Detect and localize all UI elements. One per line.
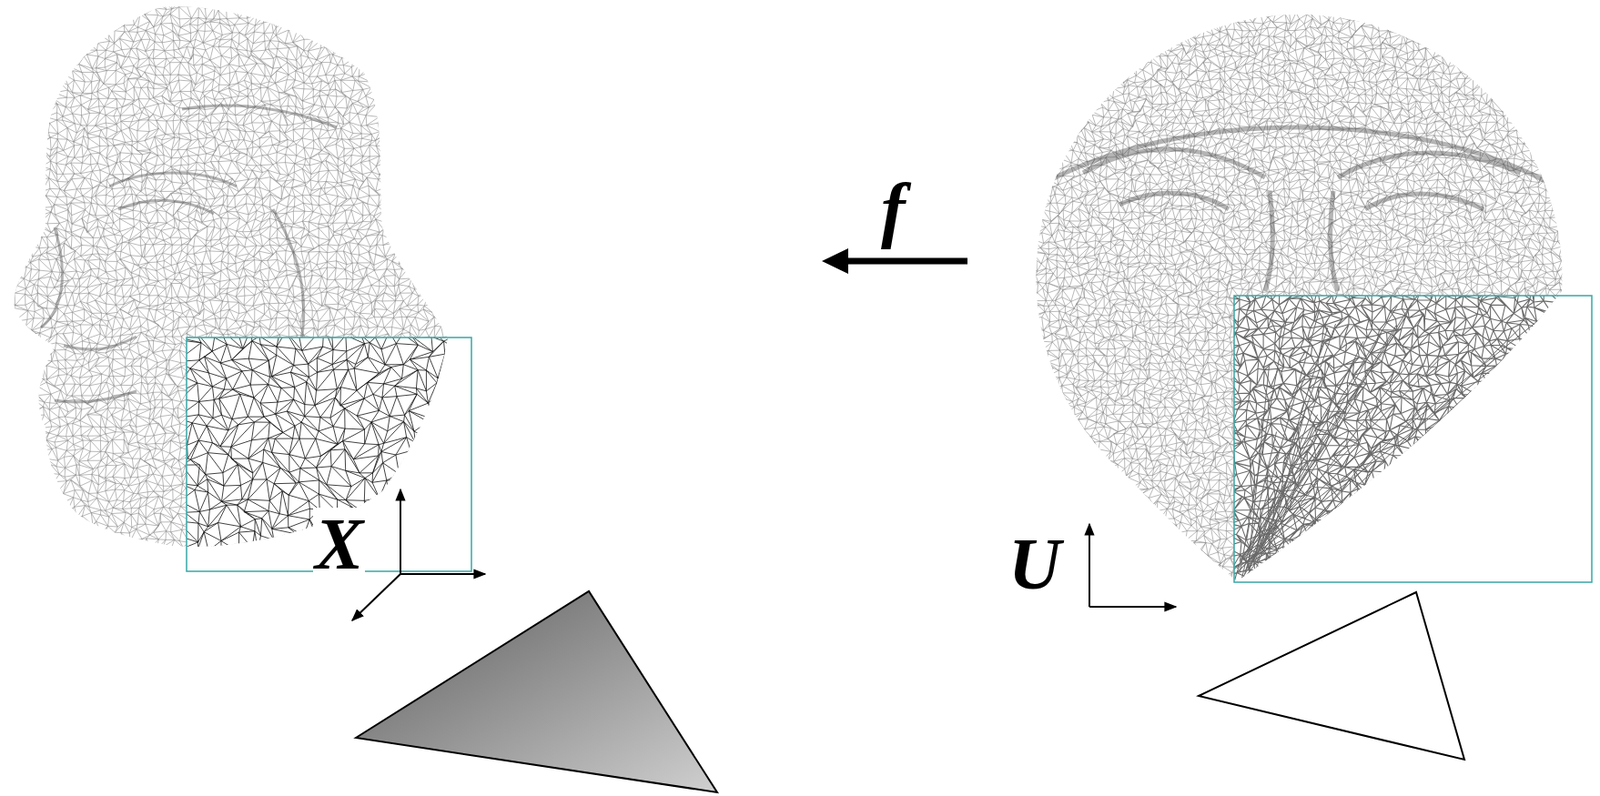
- mesh-lines: [1247, 366, 1269, 569]
- highlight-box: [1234, 295, 1592, 583]
- face-feature: [118, 200, 214, 214]
- face-feature: [1365, 193, 1484, 210]
- mesh-lines: [186, 337, 472, 572]
- mesh-lines: [1254, 413, 1560, 578]
- face-feature: [40, 227, 62, 328]
- face-feature: [109, 172, 237, 187]
- mesh-lines: [1262, 405, 1307, 575]
- surface-triangle: [355, 591, 718, 793]
- mesh-lines: [1236, 305, 1398, 569]
- mesh-lines: [1234, 295, 1592, 583]
- axis-label: X: [313, 507, 365, 581]
- mesh-lines: [1241, 387, 1536, 565]
- face-feature: [1119, 192, 1229, 210]
- mesh-lines: [1254, 327, 1328, 566]
- mesh-lines: [1241, 338, 1532, 567]
- mesh-lines: [1253, 477, 1437, 556]
- face-feature: [273, 209, 304, 346]
- mesh-lines: [1240, 357, 1356, 561]
- axis-label: f: [879, 172, 908, 246]
- face-feature: [54, 391, 137, 403]
- axis-label: U: [1006, 527, 1064, 601]
- mesh-lines: [1259, 445, 1567, 562]
- mesh-lines: [1271, 463, 1458, 581]
- mesh-highlight: [1234, 295, 1592, 583]
- parameter-triangle: [1198, 592, 1465, 760]
- mapping-arrow: [821, 248, 968, 274]
- mesh-lines: [1248, 324, 1336, 572]
- mesh-lines: [1256, 363, 1330, 563]
- face-feature: [1265, 191, 1273, 292]
- mesh-lines: [1269, 391, 1471, 580]
- face-feature: [182, 105, 337, 128]
- disk-mesh: [1024, 0, 1600, 601]
- mesh-lines: [1256, 421, 1467, 576]
- mesh-lines: [1239, 318, 1287, 572]
- axes-2d: [1089, 524, 1176, 608]
- face-feature: [1046, 127, 1548, 183]
- mesh-highlight: [186, 337, 472, 572]
- mesh-lines: [1272, 448, 1529, 582]
- axes-3d: [352, 489, 486, 621]
- mesh-lines: [1240, 303, 1412, 581]
- mesh-lines: [1268, 435, 1388, 577]
- face-feature: [1330, 191, 1338, 292]
- mesh-lines: [1254, 475, 1289, 576]
- face-feature: [63, 336, 137, 350]
- mesh-lines: [1271, 411, 1420, 564]
- mesh-lines: [1245, 358, 1412, 578]
- mesh-lines: [1261, 389, 1363, 556]
- face-mesh: [0, 0, 489, 583]
- mesh-lines: [1265, 441, 1487, 581]
- mesh-lines: [1241, 432, 1277, 581]
- mesh-lines: [1265, 443, 1536, 561]
